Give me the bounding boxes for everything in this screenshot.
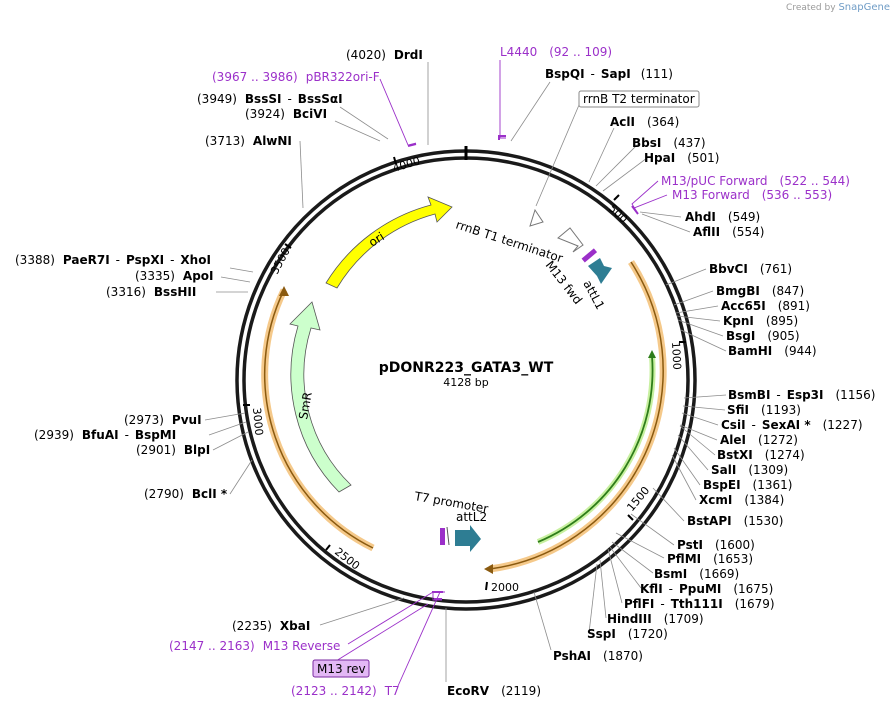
rrnb-t2-box (578, 90, 700, 108)
watermark-prefix: Created by (786, 3, 836, 13)
enzyme-pshai: PshAI(1870) (553, 649, 643, 663)
attl1-shape (588, 258, 612, 284)
enzyme-bamhi: BamHI(944) (728, 344, 817, 358)
enzyme-psti: PstI(1600) (677, 538, 755, 552)
enzyme-bfuai-bspmi: (2939)BfuAI-BspMI (34, 428, 176, 442)
enzyme-kfli-ppumi: KflI-PpuMI(1675) (640, 582, 773, 596)
rrnb-t2-terminator-shape (529, 208, 544, 227)
enzyme-bsgi: BsgI(905) (726, 329, 800, 343)
tick-4000: 4000 (391, 154, 422, 175)
rrnb-t2-terminator-label: rrnB T2 terminator (583, 92, 695, 106)
primer-m13-puc-forward: M13/pUC Forward(522 .. 544) (661, 174, 850, 188)
rrnb-t1-terminator-shape (557, 227, 584, 253)
primer-l4440: L4440(92 .. 109) (500, 45, 612, 59)
orf-left-arrow (279, 286, 289, 296)
enzyme-alwni: (3713)AlwNI (205, 134, 292, 148)
m13-fwd-label: M13 fwd (543, 258, 585, 307)
m13-rev-box (312, 659, 370, 678)
enzyme-bspei: BspEI(1361) (703, 478, 792, 492)
tick-2000: 2000 (491, 581, 519, 594)
enzyme-bsmi: BsmI(1669) (654, 567, 739, 581)
watermark-brand: SnapGene (838, 2, 890, 13)
enzyme-kpni: KpnI(895) (723, 314, 798, 328)
l4440-mark (498, 135, 506, 140)
enzyme-alei: AleI(1272) (720, 433, 798, 447)
tick-1000: 1000 (669, 341, 683, 370)
plasmid-length: 4128 bp (443, 376, 488, 389)
enzyme-paer7i-pspxi-xhoi: (3388)PaeR7I-PspXI-XhoI (15, 253, 211, 267)
enzyme-pflmi: PflMI(1653) (667, 552, 753, 566)
enzyme-sspi: SspI(1720) (587, 627, 668, 641)
enzyme-sfii: SfiI(1193) (727, 403, 801, 417)
attl2-label: attL2 (456, 510, 487, 524)
tick-3000: 3000 (250, 407, 265, 436)
enzyme-drdi: (4020)DrdI (346, 48, 423, 62)
t7-promoter-shape (446, 526, 450, 546)
smr-feature (289, 301, 352, 493)
enzyme-bstapi: BstAPI(1530) (687, 514, 783, 528)
enzyme-xbai: (2235)XbaI (232, 619, 310, 633)
orf-right (489, 261, 664, 570)
boxed-labels: rrnB T2 terminator M13 rev (312, 90, 700, 678)
enzyme-hindiii: HindIII(1709) (607, 612, 704, 626)
enzyme-pvui: (2973)PvuI (124, 413, 202, 427)
insert-arrow (648, 350, 656, 358)
enzyme-bcivi: (3924)BciVI (245, 107, 327, 121)
enzyme-bspqi-sapi: BspQI-SapI(111) (545, 67, 673, 81)
insert-arc (537, 355, 654, 543)
enzyme-bcli: (2790)BclI * (144, 487, 228, 501)
enzyme-acli: AclI(364) (610, 115, 679, 129)
enzyme-pflfi-tth111i: PflFI-Tth111I(1679) (624, 597, 775, 611)
enzyme-bstxi: BstXI(1274) (717, 448, 805, 462)
enzyme-bsmbi-esp3i: BsmBI-Esp3I(1156) (728, 388, 875, 402)
primer-pbr322ori-f: (3967 .. 3986)pBR322ori-F (212, 70, 380, 84)
attl2-shape (455, 525, 481, 552)
enzyme-bsshii: (3316)BssHII (106, 285, 196, 299)
attl1-label: attL1 (580, 278, 607, 312)
enzyme-blpi: (2901)BlpI (136, 443, 210, 457)
tick-500: 500 (606, 202, 630, 226)
m13-forward-mark (631, 205, 639, 215)
enzyme-aflii: AflII(554) (693, 225, 764, 239)
m13-fwd-shape (581, 248, 598, 263)
enzyme-bsssi-bsssai: (3949)BssSI-BssSαI (197, 92, 343, 106)
primer-m13-forward: M13 Forward(536 .. 553) (672, 188, 832, 202)
enzyme-sali: SalI(1309) (711, 463, 788, 477)
orf-left (263, 289, 374, 549)
rrnb-t1-terminator-label: rrnB T1 terminator (454, 218, 565, 266)
feature-arcs: ori SmR rrnB T1 terminator attL1 M13 fwd… (261, 196, 667, 574)
plasmid-backbone (235, 146, 697, 611)
leader-lines (204, 62, 727, 682)
snapgene-watermark: Created by SnapGene (786, 2, 890, 13)
orf-right-arrow (484, 564, 493, 574)
enzyme-xcmi: XcmI(1384) (699, 493, 784, 507)
enzyme-ahdi: AhdI(549) (685, 210, 760, 224)
pbr322ori-mark (407, 143, 417, 147)
enzyme-acc65i: Acc65I(891) (721, 299, 810, 313)
primer-t7: (2123 .. 2142)T7 (291, 684, 400, 698)
enzyme-bbvci: BbvCI(761) (709, 262, 792, 276)
enzyme-labels: (4020)DrdI BspQI-SapI(111) (3949)BssSI-B… (15, 48, 875, 698)
enzyme-bmgbi: BmgBI(847) (716, 284, 804, 298)
enzyme-hpai: HpaI(501) (644, 151, 719, 165)
primer-labels: L4440(92 .. 109) (3967 .. 3986)pBR322ori… (169, 45, 850, 698)
primer-m13-reverse: (2147 .. 2163)M13 Reverse (169, 639, 340, 653)
enzyme-bbsi: BbsI(437) (632, 136, 706, 150)
m13-rev-inner-shape (440, 528, 445, 545)
t7-promoter-label: T7 promoter (412, 489, 489, 516)
enzyme-csii-sexai: CsiI-SexAI *(1227) (721, 418, 863, 432)
ori-feature (325, 196, 453, 289)
plasmid-name: pDONR223_GATA3_WT (379, 360, 554, 376)
enzyme-apoi: (3335)ApoI (135, 269, 214, 283)
smr-label: SmR (296, 391, 315, 421)
enzyme-ecorv: EcoRV(2119) (447, 684, 541, 698)
m13-rev-label: M13 rev (317, 662, 366, 676)
